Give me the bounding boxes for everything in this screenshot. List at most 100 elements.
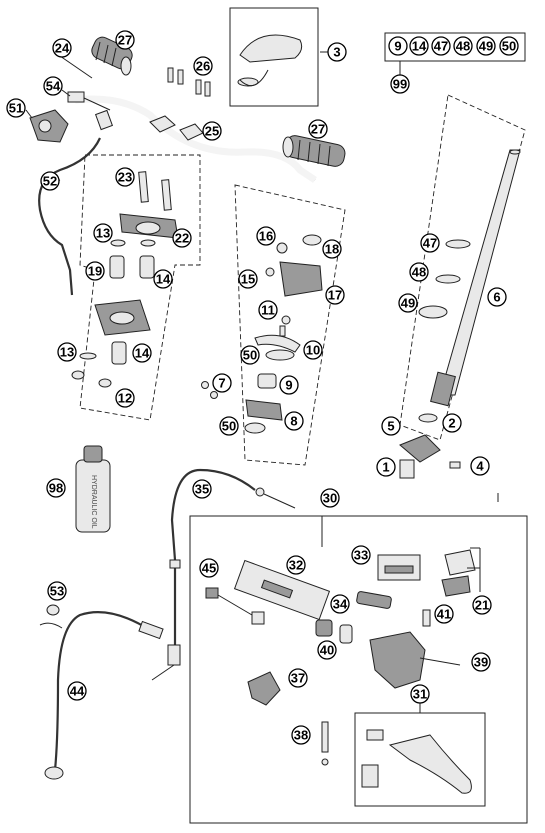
callout-3: 3: [327, 42, 347, 62]
callout-17: 17: [325, 285, 345, 305]
callout-38: 38: [291, 725, 311, 745]
svg-text:32: 32: [289, 558, 303, 573]
svg-text:15: 15: [241, 272, 255, 287]
svg-text:48: 48: [456, 39, 470, 54]
kit-label-callout: 99: [390, 74, 410, 94]
svg-text:14: 14: [135, 346, 150, 361]
svg-text:25: 25: [205, 124, 219, 139]
svg-text:30: 30: [323, 491, 337, 506]
svg-text:9: 9: [394, 39, 401, 54]
callout-40: 40: [317, 640, 337, 660]
svg-text:1: 1: [382, 460, 389, 475]
callout-33: 33: [351, 545, 371, 565]
svg-text:22: 22: [175, 231, 189, 246]
top-clamp-22: [119, 213, 179, 239]
callout-14: 14: [153, 269, 173, 289]
callout-19: 19: [85, 261, 105, 281]
dashed-group-right: [399, 94, 526, 441]
callout-21: 21: [472, 595, 492, 615]
callout-44: 44: [67, 681, 87, 701]
callout-10: 10: [303, 340, 323, 360]
throttle-assembly: [29, 91, 114, 143]
svg-text:9: 9: [285, 378, 292, 393]
callout-35: 35: [192, 479, 212, 499]
grip-left: [91, 36, 133, 76]
callout-7: 7: [212, 373, 232, 393]
svg-text:98: 98: [49, 481, 63, 496]
callout-25: 25: [202, 121, 222, 141]
callout-32: 32: [286, 555, 306, 575]
callout-50: 50: [240, 345, 260, 365]
callout-23: 23: [115, 167, 135, 187]
center-parts: [201, 234, 323, 434]
svg-text:11: 11: [261, 303, 275, 318]
box-part-30: [189, 515, 528, 824]
screws-26: [167, 67, 211, 97]
callout-8: 8: [284, 411, 304, 431]
callout-2: 2: [442, 413, 462, 433]
callout-50: 50: [219, 416, 239, 436]
kit-item-callout: 48: [453, 36, 473, 56]
kit-item-callout: 47: [431, 36, 451, 56]
bottle-label: HYDRAULIC OIL: [90, 475, 97, 529]
svg-text:19: 19: [88, 264, 102, 279]
handlebar: [74, 95, 317, 183]
bushings-lower: [71, 341, 127, 388]
callout-34: 34: [330, 594, 350, 614]
svg-text:14: 14: [412, 39, 427, 54]
callout-48: 48: [409, 262, 429, 282]
svg-text:24: 24: [55, 41, 70, 56]
kit-item-callout: 50: [499, 36, 519, 56]
svg-text:18: 18: [325, 242, 339, 257]
svg-text:2: 2: [448, 416, 455, 431]
svg-text:33: 33: [354, 548, 368, 563]
svg-text:13: 13: [96, 226, 110, 241]
svg-text:27: 27: [311, 122, 325, 137]
svg-text:26: 26: [196, 59, 210, 74]
frames: [79, 7, 528, 824]
callout-49: 49: [398, 293, 418, 313]
svg-text:99: 99: [393, 77, 407, 92]
svg-text:31: 31: [413, 687, 427, 702]
svg-text:49: 49: [401, 296, 415, 311]
callout-45: 45: [199, 558, 219, 578]
callout-41: 41: [434, 604, 454, 624]
callout-22: 22: [172, 228, 192, 248]
callout-11: 11: [258, 300, 278, 320]
callout-18: 18: [322, 239, 342, 259]
callout-14: 14: [132, 343, 152, 363]
callout-13: 13: [57, 342, 77, 362]
callout-5: 5: [381, 416, 401, 436]
grip-cap: [237, 34, 303, 87]
kit-item-callout: 9: [388, 36, 408, 56]
svg-text:17: 17: [328, 288, 342, 303]
svg-text:39: 39: [474, 655, 488, 670]
callout-39: 39: [471, 652, 491, 672]
svg-text:8: 8: [290, 414, 297, 429]
callouts: 1 2 3 4 5 6 7 8 9 10 11 12 13 13 14 14 1…: [6, 30, 507, 745]
svg-text:54: 54: [46, 79, 61, 94]
clutch-hose-44: [39, 604, 164, 780]
svg-text:13: 13: [60, 345, 74, 360]
dashed-group-left: [79, 154, 201, 421]
kit-item-callout: 14: [409, 36, 429, 56]
svg-text:49: 49: [479, 39, 493, 54]
callout-15: 15: [238, 269, 258, 289]
callout-27: 27: [308, 119, 328, 139]
callout-9: 9: [279, 375, 299, 395]
svg-text:12: 12: [118, 391, 132, 406]
svg-text:50: 50: [502, 39, 516, 54]
fork-tube: [418, 149, 521, 423]
grip-right: [282, 135, 346, 167]
svg-text:27: 27: [118, 33, 132, 48]
callout-52: 52: [40, 171, 60, 191]
lower-clamp: [94, 299, 151, 336]
svg-text:37: 37: [291, 671, 305, 686]
box-part-3: [229, 7, 319, 107]
svg-text:6: 6: [493, 290, 500, 305]
callout-12: 12: [115, 388, 135, 408]
svg-text:44: 44: [70, 684, 85, 699]
sensor-mount: [399, 434, 461, 479]
oil-bottle: HYDRAULIC OIL: [75, 445, 111, 533]
callout-24: 24: [52, 38, 72, 58]
